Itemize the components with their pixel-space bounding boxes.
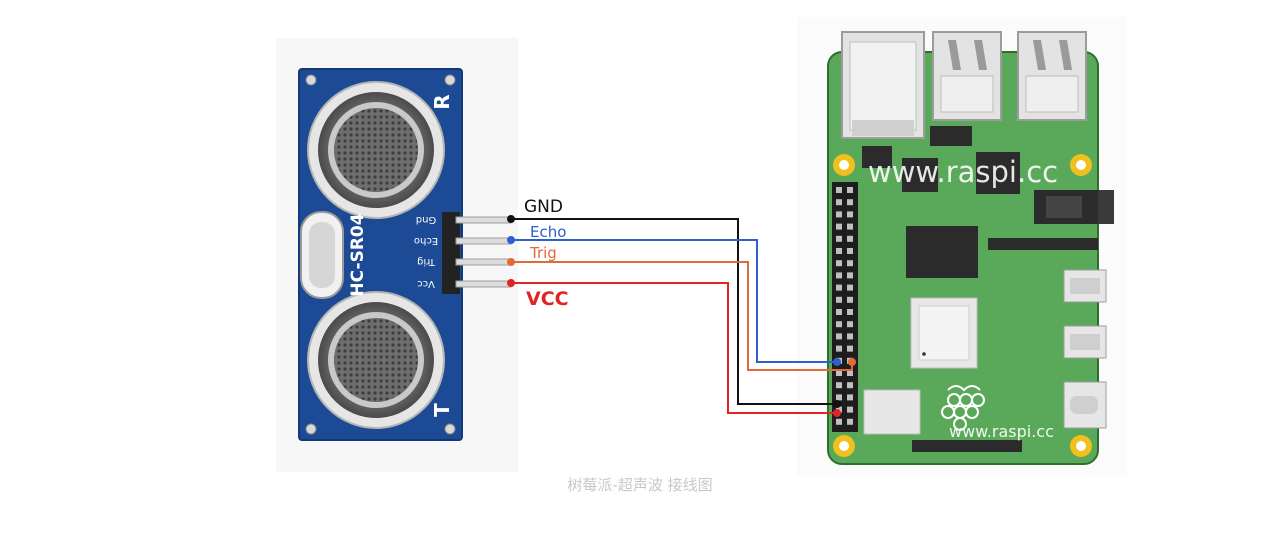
gpio-pin (836, 187, 842, 193)
gpio-pin (847, 333, 853, 340)
pin-label-vcc: Vcc (417, 278, 435, 289)
camera-connector-icon (912, 440, 1022, 452)
mount-hole-icon (1070, 154, 1092, 176)
gpio-pin (836, 418, 842, 425)
gpio-pin (847, 248, 853, 254)
gpio-pin (847, 406, 853, 413)
gpio-pin (836, 211, 842, 218)
gpio-pin (836, 309, 842, 315)
gpio-pin (847, 187, 853, 193)
receiver-mark: R (430, 94, 454, 109)
ram-chip-icon (906, 226, 978, 278)
gpio-pin (836, 345, 842, 352)
jumper-icon (862, 146, 892, 168)
gpio-pin (836, 370, 842, 376)
raspberry-pi-board: www.raspi.cc www.raspi.cc (827, 31, 1114, 465)
gpio-header (832, 182, 858, 432)
watermark-bottom: www.raspi.cc (949, 422, 1054, 441)
usb-port-icon (1017, 31, 1087, 121)
gpio-pin (847, 382, 853, 389)
wire-label-trig: Trig (529, 244, 557, 262)
raspberry-logo-icon (941, 385, 985, 431)
wire-endpoints (507, 215, 856, 417)
pin-label-trig: Trig (417, 256, 436, 267)
micro-hdmi-port-icon (1063, 325, 1107, 359)
gpio-pin (836, 321, 842, 328)
mount-hole-icon (444, 423, 456, 435)
gpio-pin (847, 370, 853, 376)
gpio-pin (847, 296, 853, 303)
gpio-pin (836, 333, 842, 340)
gpio-pin (836, 199, 842, 206)
transmitter-transducer-icon (307, 291, 445, 429)
gpio-pin (847, 321, 853, 328)
gpio-pin (847, 272, 853, 279)
usb-c-port-icon (1063, 381, 1107, 429)
diagram-caption: 树莓派-超声波 接线图 (567, 476, 713, 494)
gpio-pin (836, 272, 842, 279)
wire-trig (511, 261, 853, 371)
gpio-pin (836, 248, 842, 254)
gpio-pin (847, 345, 853, 352)
gpio-pin (847, 235, 853, 242)
gpio-pin (847, 418, 853, 425)
micro-hdmi-port-icon (1063, 269, 1107, 303)
wire-vcc (511, 282, 837, 414)
gpio-pin (847, 199, 853, 206)
gpio-pin (836, 284, 842, 291)
chip-icon (976, 152, 1020, 194)
hc-sr04-sensor: R T HC-SR04 Gnd Echo Trig Vcc (298, 68, 512, 441)
wire-gnd (511, 218, 837, 405)
gpio-pin (836, 223, 842, 230)
soc-chip-icon (910, 297, 978, 369)
crystal-oscillator-icon (300, 211, 344, 299)
usb-port-icon (932, 31, 1002, 121)
mount-hole-icon (305, 423, 317, 435)
gpio-pin (836, 235, 842, 242)
transmitter-mark: T (430, 403, 454, 417)
pin-label-echo: Echo (414, 235, 438, 246)
wires (511, 218, 853, 414)
ethernet-port-icon (841, 31, 925, 139)
gpio-pin (836, 382, 842, 389)
wifi-module-icon (863, 389, 921, 435)
gpio-pin (847, 309, 853, 315)
gpio-pin (847, 394, 853, 401)
wire-label-gnd: GND (524, 197, 563, 217)
display-connector-icon (988, 238, 1098, 250)
gpio-pin (847, 284, 853, 291)
gpio-pin (836, 296, 842, 303)
gpio-pin (847, 211, 853, 218)
watermark-top: www.raspi.cc (868, 155, 1058, 189)
gpio-pin (847, 223, 853, 230)
receiver-transducer-icon (307, 81, 445, 219)
wire-echo (511, 239, 837, 363)
mount-hole-icon (305, 74, 317, 86)
gpio-pin (836, 394, 842, 401)
mount-hole-icon (444, 74, 456, 86)
pin-header (442, 212, 460, 294)
sensor-model-label: HC-SR04 (348, 213, 368, 296)
mount-hole-icon (1070, 435, 1092, 457)
mount-hole-icon (833, 154, 855, 176)
pin-label-gnd: Gnd (416, 214, 436, 225)
gpio-pin (847, 260, 853, 267)
wire-label-echo: Echo (530, 223, 566, 241)
gpio-pin (836, 260, 842, 267)
wire-label-vcc: VCC (526, 288, 569, 310)
audio-jack-icon (1034, 190, 1114, 224)
chip-icon (930, 126, 972, 146)
mount-hole-icon (833, 435, 855, 457)
chip-icon (902, 158, 938, 192)
